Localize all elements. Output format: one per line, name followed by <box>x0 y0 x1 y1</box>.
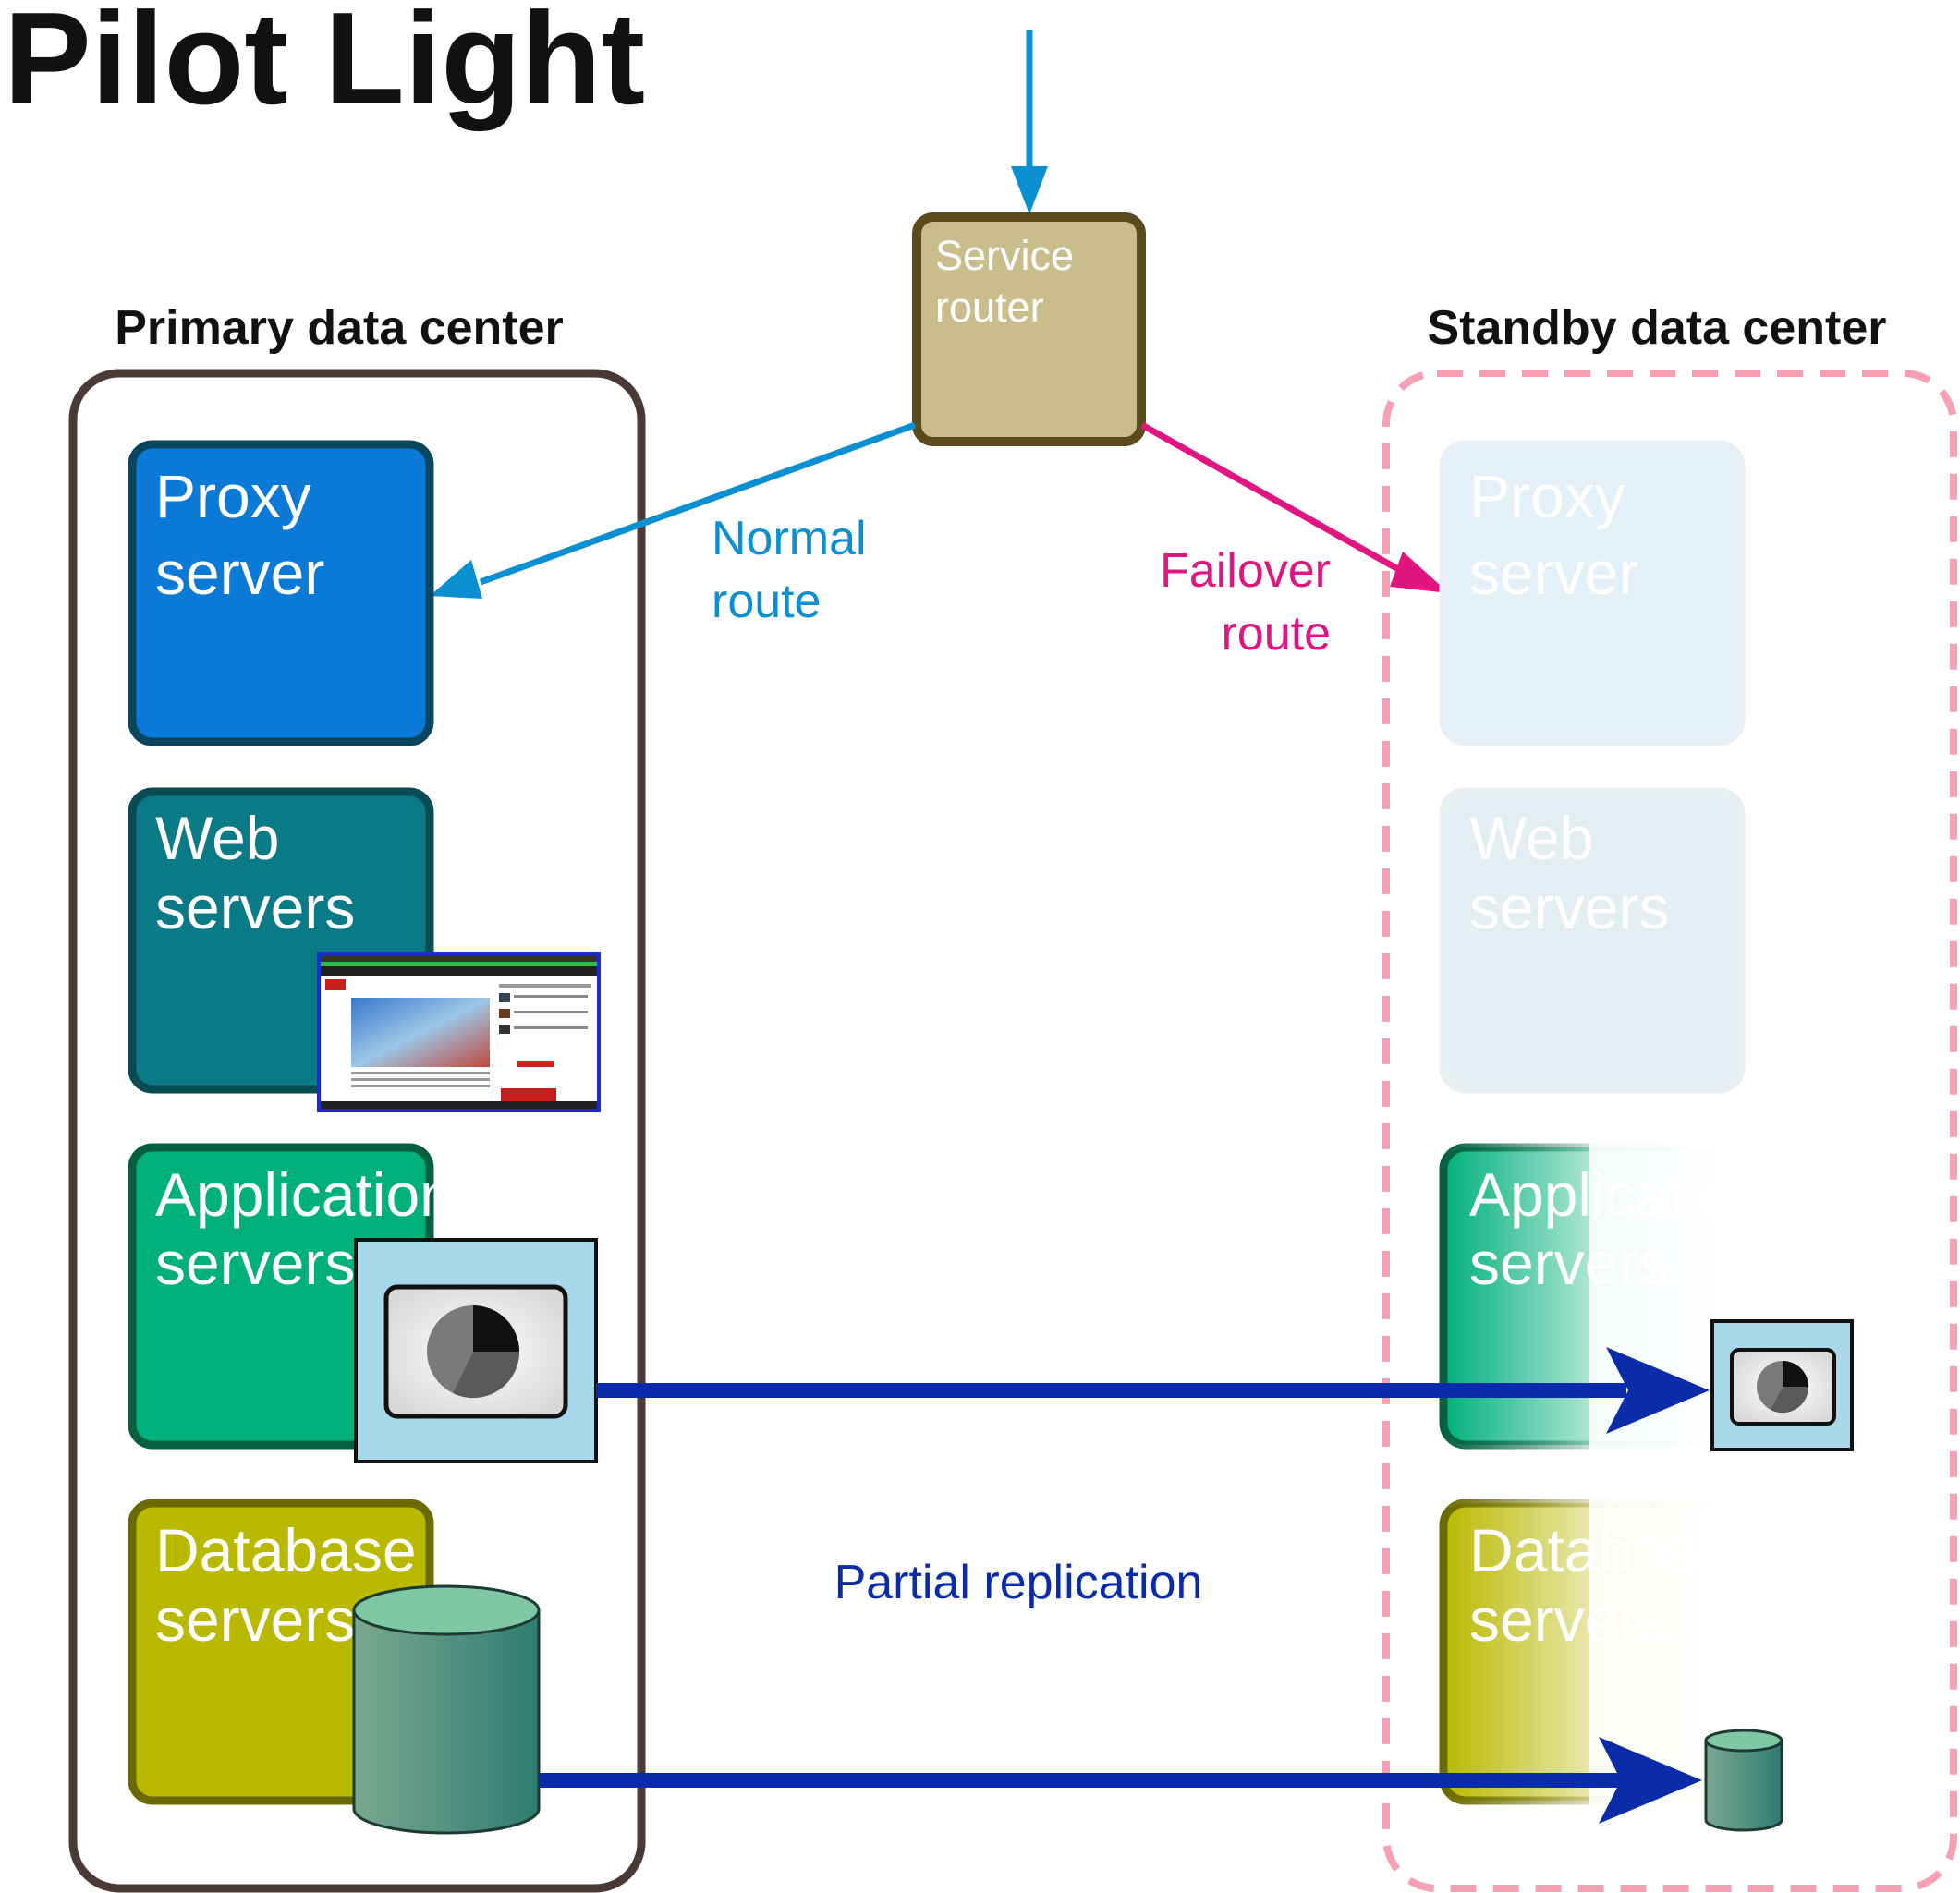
standby-proxy-label-line2: server <box>1469 539 1638 607</box>
standby-proxy-server: Proxy server <box>1439 440 1746 746</box>
standby-dc-container <box>1382 370 1957 1892</box>
primary-app-label-line2: servers <box>155 1229 355 1297</box>
diagram-title: Pilot Light <box>4 0 645 132</box>
failover-route-arrow <box>1140 421 1449 593</box>
router-label-line2: router <box>935 284 1044 331</box>
standby-web-label-line2: servers <box>1469 873 1669 941</box>
failover-route-label-line1: Failover <box>1160 544 1331 598</box>
primary-dc-container <box>68 369 646 1893</box>
router-label-line1: Service <box>935 232 1074 279</box>
normal-route-arrow <box>430 421 917 599</box>
standby-dc-label: Standby data center <box>1427 301 1886 355</box>
incoming-traffic-arrow <box>1011 30 1048 214</box>
standby-proxy-label-line1: Proxy <box>1469 462 1625 530</box>
standby-pie-chart-icon <box>1710 1319 1854 1451</box>
primary-proxy-label-line1: Proxy <box>155 462 311 530</box>
primary-web-label-line2: servers <box>155 873 355 941</box>
pie-chart-icon <box>354 1238 598 1463</box>
service-router: Service router <box>912 212 1146 446</box>
standby-web-servers: Web servers <box>1439 787 1746 1094</box>
database-cylinder-icon <box>352 1584 541 1835</box>
standby-database-cylinder-icon <box>1704 1729 1783 1832</box>
normal-route-label-line1: Normal <box>712 512 867 565</box>
db-replication-arrow <box>539 1737 1702 1824</box>
normal-route-label-line2: route <box>712 575 822 628</box>
failover-route-label-line2: route <box>1221 607 1331 661</box>
primary-web-label-line1: Web <box>155 804 280 872</box>
browser-screenshot-icon <box>317 952 601 1112</box>
primary-app-label-line1: Application <box>155 1160 454 1229</box>
app-replication-arrow <box>596 1347 1710 1434</box>
standby-web-label-line1: Web <box>1469 804 1594 872</box>
primary-proxy-label-line2: server <box>155 539 324 607</box>
primary-db-label-line1: Database <box>155 1516 417 1584</box>
primary-db-label-line2: servers <box>155 1585 355 1654</box>
primary-proxy-server: Proxy server <box>128 440 434 746</box>
partial-replication-label: Partial replication <box>834 1556 1203 1609</box>
primary-dc-label: Primary data center <box>115 301 564 355</box>
